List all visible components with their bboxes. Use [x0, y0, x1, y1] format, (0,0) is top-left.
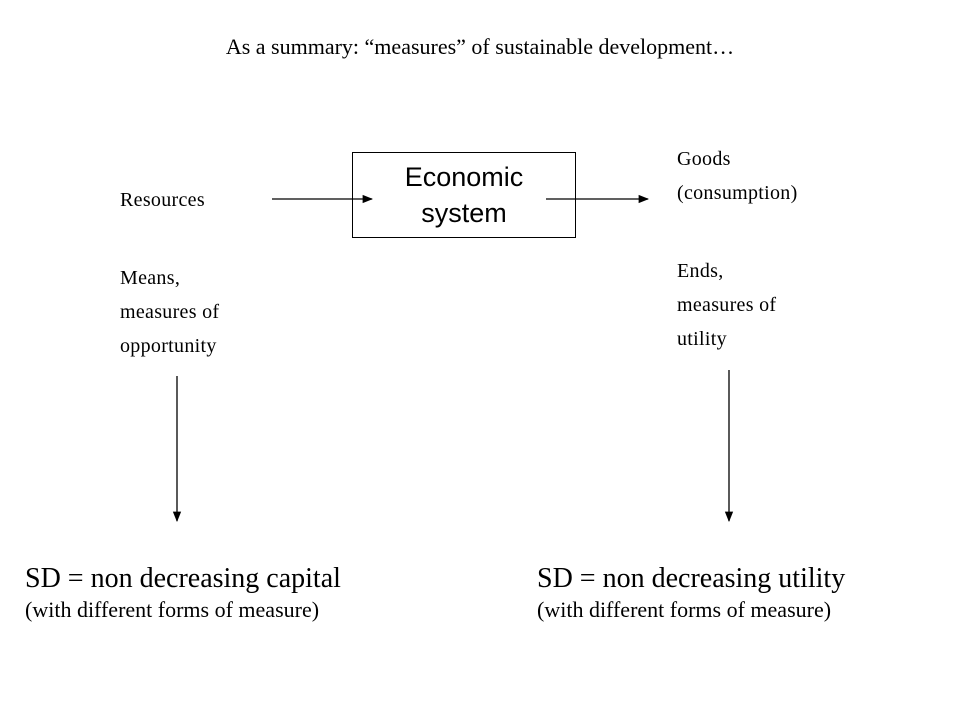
means-line-2: measures of [120, 301, 220, 323]
box-line-2: system [421, 198, 507, 228]
ends-line-2: measures of [677, 294, 777, 316]
goods-line-1: Goods [677, 148, 731, 170]
sd-capital-block: SD = non decreasing capital (with differ… [25, 562, 341, 624]
resources-label: Resources [120, 189, 205, 211]
means-line-3: opportunity [120, 335, 217, 357]
goods-label: Goods (consumption) [677, 142, 798, 210]
goods-line-2: (consumption) [677, 182, 798, 204]
sd-utility-heading: SD = non decreasing utility [537, 563, 846, 594]
sd-utility-block: SD = non decreasing utility (with differ… [537, 562, 845, 624]
box-line-1: Economic [404, 162, 524, 192]
slide-title: As a summary: “measures” of sustainable … [225, 34, 735, 59]
ends-label: Ends, measures of utility [677, 254, 776, 356]
means-label: Means, measures of opportunity [120, 261, 219, 363]
sd-capital-note: (with different forms of measure) [25, 597, 320, 622]
sd-utility-note: (with different forms of measure) [537, 597, 832, 622]
ends-line-3: utility [677, 328, 727, 350]
means-line-1: Means, [120, 267, 181, 289]
economic-system-box: Economic system [352, 152, 576, 238]
ends-line-1: Ends, [677, 260, 724, 282]
sd-capital-heading: SD = non decreasing capital [25, 563, 341, 594]
